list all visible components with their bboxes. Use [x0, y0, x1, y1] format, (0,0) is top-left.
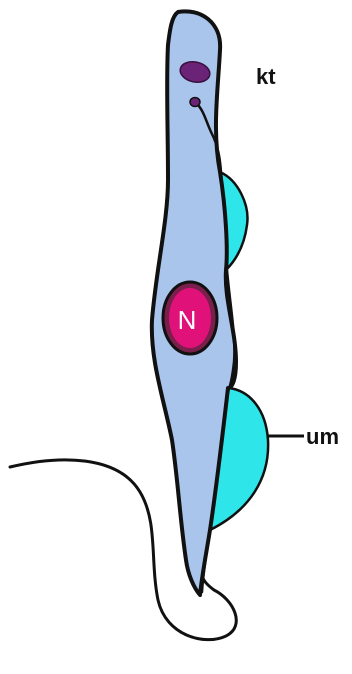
basal-body: [190, 98, 200, 107]
undulating-membrane-label: um: [306, 424, 339, 449]
kinetoplast-label: kt: [256, 64, 276, 89]
nucleus-label: N: [178, 305, 197, 335]
